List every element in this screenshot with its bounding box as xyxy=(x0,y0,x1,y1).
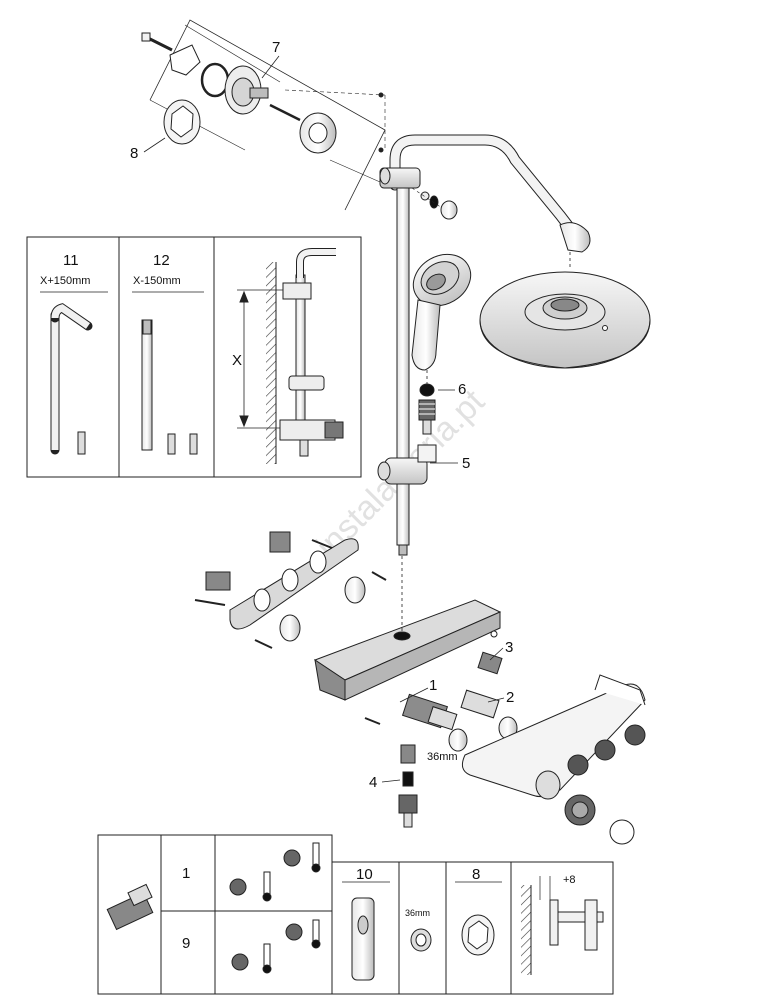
callout-8: 8 xyxy=(130,145,138,162)
overhead-shower xyxy=(479,271,651,369)
seal-ring-8 xyxy=(163,99,201,145)
wall-bracket-group xyxy=(141,19,386,211)
pipe-fitting-4 xyxy=(398,744,418,828)
callout-6: 6 xyxy=(458,381,466,398)
table-nut-size: 36mm xyxy=(405,908,430,918)
back-plate-group xyxy=(194,531,387,649)
shower-slider-5 xyxy=(377,444,437,485)
o-ring xyxy=(200,62,230,98)
glass-shelf xyxy=(313,556,502,701)
escutcheon-ring xyxy=(299,112,337,154)
table-row2-number: 9 xyxy=(182,935,190,952)
table-row1-number: 1 xyxy=(182,865,190,882)
thermostat-cover xyxy=(461,674,646,845)
shower-column xyxy=(379,134,591,556)
extension-pipe-long xyxy=(50,303,93,455)
table-offset: +8 xyxy=(563,874,576,886)
valve-cartridges xyxy=(364,651,518,752)
table-tool-number: 10 xyxy=(356,866,373,883)
mounting-flange xyxy=(224,65,269,115)
wall-plate xyxy=(169,44,201,76)
wall-screw-top xyxy=(141,32,173,52)
inset-size-11: X+150mm xyxy=(40,275,90,287)
callout-4: 4 xyxy=(369,774,377,791)
inset-size-12: X-150mm xyxy=(133,275,181,287)
callout-5: 5 xyxy=(462,455,470,472)
table-ring-number: 8 xyxy=(472,866,480,883)
inset-number-11: 11 xyxy=(63,252,79,269)
long-screw xyxy=(269,103,301,122)
dimension-label-x: X xyxy=(232,352,242,369)
hand-shower xyxy=(411,253,472,371)
dimension-diagram xyxy=(237,248,344,464)
callout-3: 3 xyxy=(505,639,513,656)
parts-table xyxy=(97,834,614,995)
tool-note-36mm: 36mm xyxy=(427,751,458,763)
table-drawings xyxy=(106,842,604,981)
callout-1: 1 xyxy=(429,677,437,694)
inset-number-12: 12 xyxy=(153,252,170,269)
hose-connector-6 xyxy=(418,370,436,435)
extension-pipe-short xyxy=(141,319,198,455)
callout-7: 7 xyxy=(272,39,280,56)
callout-2: 2 xyxy=(506,689,514,706)
